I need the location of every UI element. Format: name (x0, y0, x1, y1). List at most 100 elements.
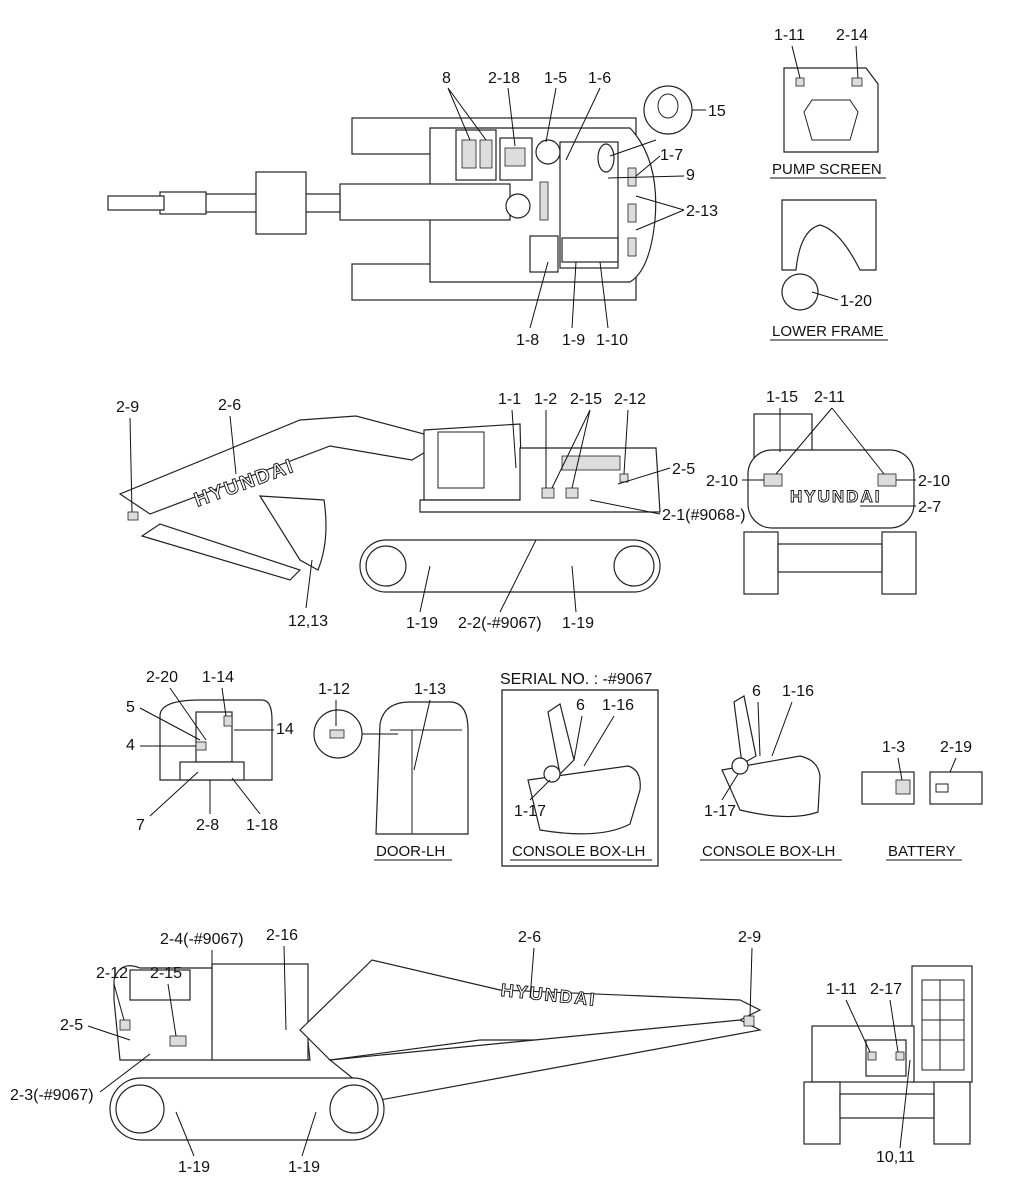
decal-mark (223, 715, 233, 727)
callout-12-13: 12,13 (288, 613, 328, 630)
decal-mark (627, 237, 637, 257)
track-rear-right (881, 531, 917, 595)
callout-2-17: 2-17 (870, 981, 902, 998)
callout-2-9: 2-9 (116, 399, 139, 416)
door-lh-view: 1-12 1-13 DOOR-LH (313, 681, 469, 861)
callout-2-4: 2-4(-#9067) (160, 931, 244, 948)
leader-line (499, 539, 537, 613)
callout-2-13: 2-13 (686, 203, 718, 220)
decal-mark (119, 1019, 131, 1031)
leader-line (845, 999, 871, 1053)
callout-2-11: 2-11 (814, 389, 845, 406)
console-box-new-view: 6 1-16 1-17 CONSOLE BOX-LH (700, 683, 842, 861)
pump-screen-title: PUMP SCREEN (772, 161, 882, 178)
leader-line (573, 715, 583, 761)
leader-line (305, 559, 313, 609)
leader-line (571, 261, 577, 329)
leader-line (571, 565, 577, 613)
leader-line (623, 409, 629, 475)
leader-line (545, 87, 557, 143)
leader-line (617, 467, 671, 485)
battery-right (929, 771, 983, 805)
decal-2-10-right (877, 473, 897, 487)
bucket-top (107, 195, 165, 211)
callout-1-11: 1-11 (774, 27, 805, 44)
boom-pin (505, 193, 531, 219)
decal-mark (169, 1035, 187, 1047)
leader-line (447, 87, 487, 141)
callout-1-5: 1-5 (544, 70, 567, 87)
counterweight-top (561, 237, 619, 263)
pump-screen-opening (803, 99, 859, 141)
decal-mark (479, 139, 493, 169)
callout-2-10-right: 2-10 (918, 473, 950, 490)
callout-2-2: 2-2(-#9067) (458, 615, 542, 632)
callout-1-16: 1-16 (602, 697, 634, 714)
callout-1-7: 1-7 (660, 147, 683, 164)
console-box-old-view: SERIAL NO. : -#9067 6 1-16 1-17 CONSOLE … (500, 671, 659, 867)
callout-1-10: 1-10 (596, 332, 628, 349)
console-old-title: CONSOLE BOX-LH (512, 843, 645, 860)
callout-1-13: 1-13 (414, 681, 446, 698)
arm-link (159, 191, 207, 215)
track-front-right (933, 1081, 971, 1145)
callout-4: 4 (126, 737, 135, 754)
decal-mark (867, 1051, 877, 1061)
decal-mark (329, 729, 345, 739)
leader-line (855, 45, 859, 79)
console-body (527, 765, 641, 835)
serial-frame (501, 689, 659, 867)
leader-line (589, 499, 661, 515)
leader-line (507, 87, 516, 147)
arm-side (140, 523, 302, 581)
callout-1-2: 1-2 (534, 391, 557, 408)
decal-mark (895, 779, 911, 795)
callout-2-15: 2-15 (150, 965, 182, 982)
track-front-left (803, 1081, 841, 1145)
decal-mark (935, 783, 949, 793)
decal-mark (795, 77, 805, 87)
callout-2-19: 2-19 (940, 739, 972, 756)
detail-circle-15 (643, 85, 693, 135)
decal-mark (743, 1015, 755, 1027)
side-grill (561, 455, 621, 471)
decal-mark (565, 487, 579, 499)
boom-top (339, 183, 511, 221)
leader-line (599, 261, 609, 329)
leader-line (899, 1059, 911, 1149)
callout-8: 8 (442, 70, 451, 87)
callout-2-16: 2-16 (266, 927, 298, 944)
callout-1-18: 1-18 (246, 817, 278, 834)
leader-line (775, 407, 885, 475)
bucket-side (258, 495, 327, 571)
callout-1-1: 1-1 (498, 391, 521, 408)
leader-line (419, 565, 431, 613)
decal-mark (461, 139, 477, 169)
door-lh-title: DOOR-LH (376, 843, 445, 860)
callout-1-19: 1-19 (406, 615, 438, 632)
cab-side (423, 423, 523, 501)
side-view-rh: HYUNDAI 2-4(-#9067) 2-16 2-6 2-9 2-12 2-… (10, 927, 762, 1176)
counterweight-rear (747, 449, 915, 529)
callout-2-6: 2-6 (518, 929, 541, 946)
callout-1-20: 1-20 (840, 293, 872, 310)
decal-2-10-left (763, 473, 783, 487)
leader-line (99, 1053, 151, 1093)
leader-line (149, 771, 199, 817)
callout-9: 9 (686, 167, 695, 184)
callout-1-8: 1-8 (516, 332, 539, 349)
leader-line (609, 139, 657, 157)
callout-1-19: 1-19 (288, 1159, 320, 1176)
engine-hood (529, 235, 559, 273)
callout-1-12: 1-12 (318, 681, 350, 698)
leader-line (583, 715, 615, 767)
track-rear-left (743, 531, 779, 595)
leader-line (721, 773, 739, 801)
callout-2-9: 2-9 (738, 929, 761, 946)
callout-2-14: 2-14 (836, 27, 868, 44)
callout-1-14: 1-14 (202, 669, 234, 686)
door-frame (375, 701, 469, 835)
callout-2-1: 2-1(#9068-) (662, 507, 746, 524)
seat-base (179, 761, 245, 781)
